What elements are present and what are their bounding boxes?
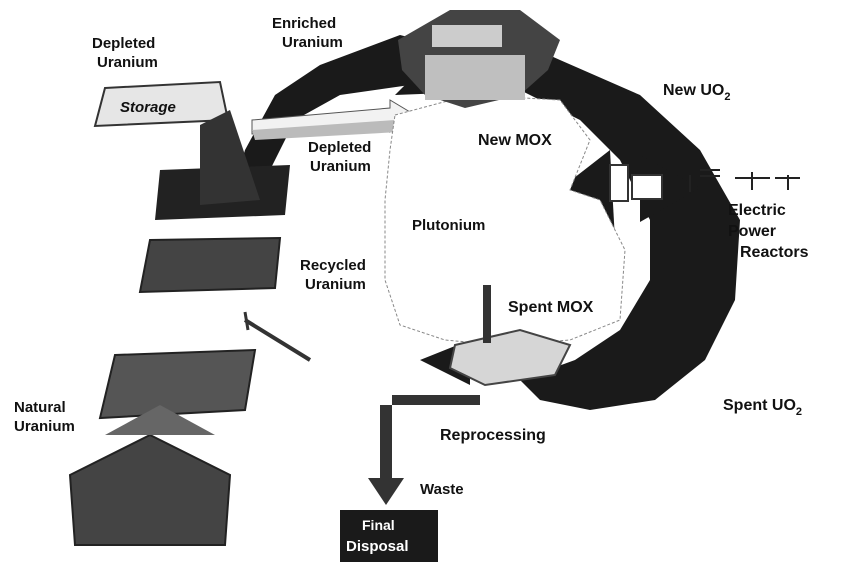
spent-mox-label: Spent MOX [508, 299, 594, 316]
natural-label-line2: Uranium [14, 418, 75, 435]
natural-label-line1: Natural [14, 399, 66, 416]
new-uo2-label: New UO2 [663, 82, 730, 103]
depleted-top-label-line2: Uranium [97, 54, 158, 71]
fabrication-plant-label-block [432, 25, 502, 47]
reprocessing-stack [483, 285, 491, 343]
depleted-uranium-arrow-2 [252, 120, 420, 140]
plutonium-label: Plutonium [412, 217, 485, 234]
enriched-label-line2: Uranium [282, 34, 343, 51]
power-line-icon [689, 169, 800, 192]
reprocessing-plant [448, 328, 572, 387]
enriched-uranium-arrow [230, 35, 440, 210]
final-disposal-block [340, 510, 438, 562]
reactors-label-line1: Electric [728, 202, 786, 219]
recycled-label-line1: Recycled [300, 257, 366, 274]
depleted-top-label-line1: Depleted [92, 35, 155, 52]
mining-block [68, 433, 232, 546]
depleted-mid-label-line2: Uranium [310, 158, 371, 175]
reactor-turbine-icon [631, 174, 663, 200]
final-disposal-label-line2: Disposal [346, 538, 409, 555]
fuel-cycle-loop-arrow [395, 20, 740, 410]
natural-uranium-up-arrow [105, 405, 215, 435]
conversion-link-line [243, 318, 312, 362]
enrichment-plant-roof [200, 110, 260, 205]
reactors-label-line3: Reactors [740, 244, 809, 261]
fabrication-plant-lower-block [425, 55, 525, 100]
enriched-label-line1: Enriched [272, 15, 336, 32]
reprocessing-label: Reprocessing [440, 427, 546, 444]
conversion-plant-block [138, 236, 282, 294]
plutonium-region [384, 94, 626, 346]
waste-label: Waste [420, 481, 464, 498]
depleted-mid-label-line1: Depleted [308, 139, 371, 156]
to-reactors-arrowhead-right [640, 155, 700, 222]
waste-arrow [380, 395, 480, 480]
storage-label: Storage [120, 99, 176, 116]
uranium-mill-block [98, 348, 257, 420]
final-disposal-label-line1: Final [362, 517, 395, 533]
reactors-label-line2: Power [728, 223, 776, 240]
waste-arrowhead [368, 478, 404, 505]
recycled-label-line2: Uranium [305, 276, 366, 293]
reactor-building-icon [609, 164, 629, 202]
spent-uo2-label: Spent UO2 [723, 397, 802, 418]
new-mox-label: New MOX [478, 132, 552, 149]
conversion-link-tick [243, 311, 250, 331]
